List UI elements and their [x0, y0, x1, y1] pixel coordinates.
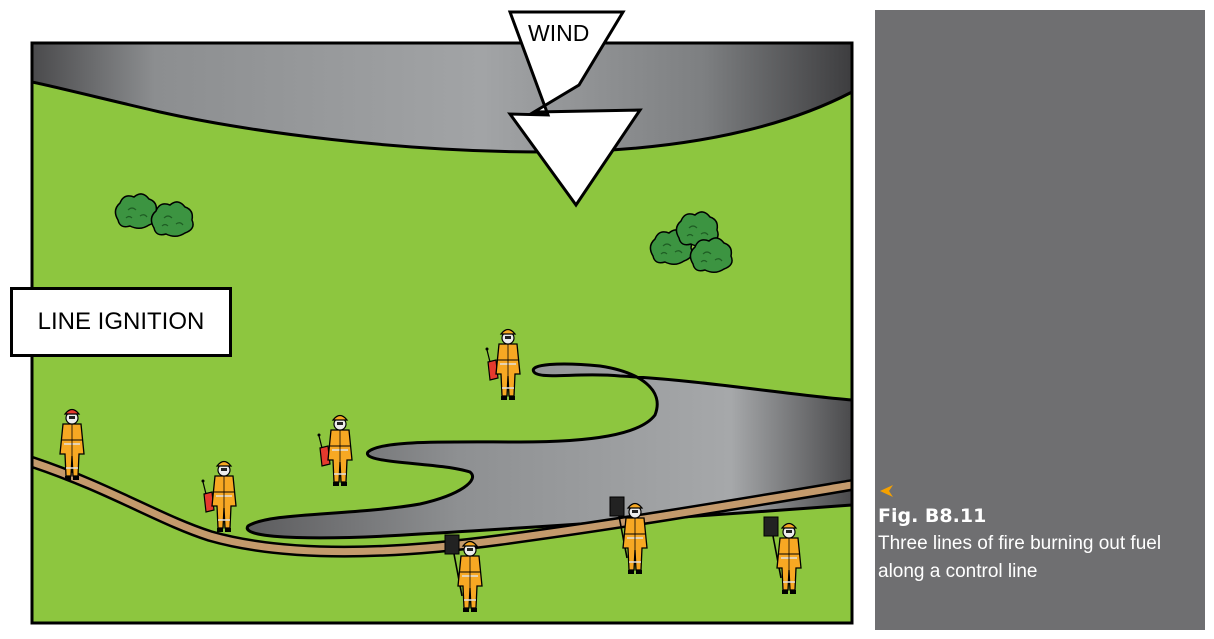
chevron-left-icon	[880, 485, 894, 497]
line-ignition-text: LINE IGNITION	[38, 308, 205, 336]
figure-number: Fig. B8.11	[878, 505, 986, 527]
wind-label: WIND	[528, 20, 589, 47]
bush-icon	[115, 194, 157, 228]
bush-icon	[151, 202, 193, 236]
figure-caption: Three lines of fire burning out fuel alo…	[878, 530, 1198, 586]
bush-icon	[690, 238, 732, 272]
line-ignition-label: LINE IGNITION	[10, 287, 232, 357]
